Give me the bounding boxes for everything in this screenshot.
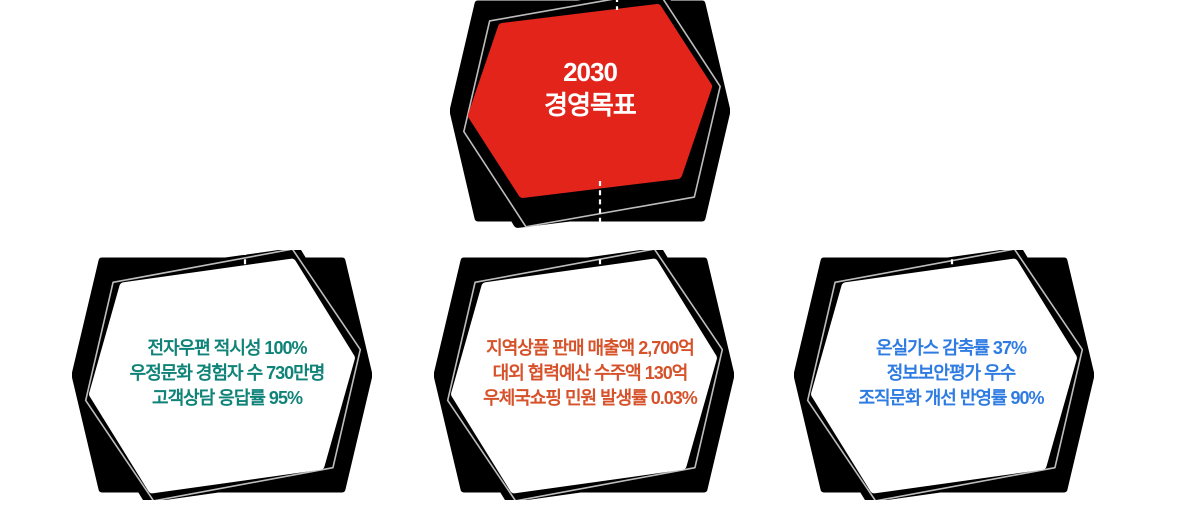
hexagon-fill <box>451 258 717 494</box>
root-hexagon-sketch-outline <box>463 0 721 228</box>
root-hexagon-fill <box>467 4 713 198</box>
hexagon-sketch-outline <box>806 250 1084 500</box>
hexagon-fill <box>89 258 355 494</box>
goal-hexagon-esg <box>794 250 1094 500</box>
root-hexagon <box>450 0 730 228</box>
hexagon-fill <box>811 258 1077 494</box>
hexagon-sketch-outline <box>446 250 724 500</box>
goal-hexagon-mail-service <box>72 250 372 500</box>
goal-hexagon-business-revenue <box>434 250 734 500</box>
hexagon-sketch-outline <box>84 250 362 500</box>
